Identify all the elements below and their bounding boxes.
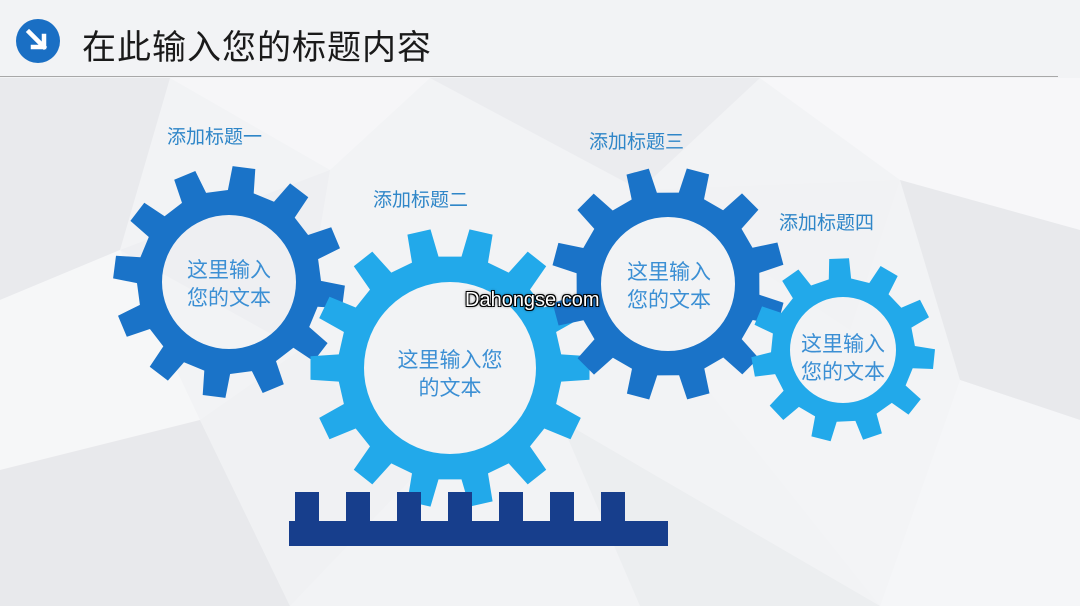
gear-3-title: 添加标题三 xyxy=(589,131,685,153)
watermark: Dahongse.com xyxy=(465,289,600,311)
gear-1 xyxy=(113,166,345,398)
gear-4 xyxy=(751,258,935,442)
gear-2-text: 这里输入您 的文本 xyxy=(397,348,503,400)
gear-4-text: 这里输入 您的文本 xyxy=(801,332,885,384)
gear-1-text: 这里输入 您的文本 xyxy=(187,258,271,310)
gear-rack xyxy=(289,492,668,546)
page-title: 在此输入您的标题内容 xyxy=(82,28,432,68)
gear-4-title: 添加标题四 xyxy=(779,212,875,234)
gear-1-title: 添加标题一 xyxy=(167,126,263,148)
gear-2-title: 添加标题二 xyxy=(373,189,469,211)
gear-2 xyxy=(310,229,590,507)
arrow-down-right-icon xyxy=(16,19,60,63)
gear-3-text: 这里输入 您的文本 xyxy=(627,260,711,312)
gear-3 xyxy=(552,168,784,400)
header-divider xyxy=(0,76,1058,77)
